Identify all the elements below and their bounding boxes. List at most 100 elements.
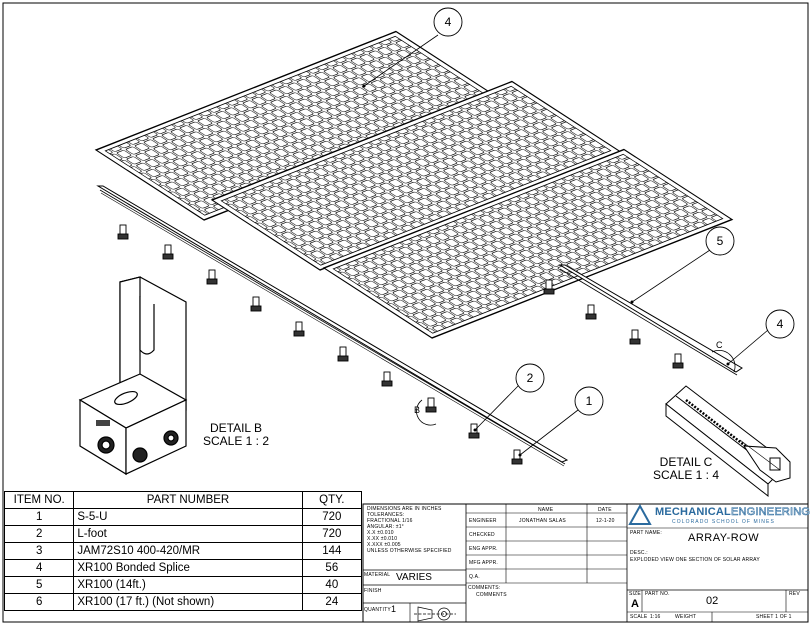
- bom-part: XR100 (14ft.): [73, 576, 303, 594]
- l-foot: [672, 353, 684, 369]
- detail-b-scale: SCALE 1 : 2: [202, 434, 270, 448]
- engineer-name: JONATHAN SALAS: [519, 518, 566, 524]
- bom-item: 6: [3, 593, 75, 611]
- balloon-label: 4: [445, 15, 452, 29]
- bom-row: 5 XR100 (14ft.) 40: [3, 576, 363, 594]
- balloon-s5u: 1: [518, 386, 604, 457]
- balloon-splice: 4: [726, 309, 795, 366]
- l-foot: [162, 244, 174, 260]
- l-foot: [337, 346, 349, 362]
- logo-accent: ENGINEERING: [730, 506, 811, 519]
- quantity-value: 1: [391, 604, 397, 614]
- scale-value: 1:16: [650, 614, 661, 620]
- bom-part: XR100 Bonded Splice: [73, 559, 303, 577]
- note-line: UNLESS OTHERWISE SPECIFIED: [367, 548, 452, 554]
- bom-part: L-foot: [73, 525, 303, 543]
- note-line: X.XX ±0.010: [367, 536, 398, 542]
- detail-marker-b-label: B: [414, 405, 420, 415]
- bom-row: 3 JAM72S10 400-420/MR 144: [3, 542, 363, 560]
- size-label: SIZE: [629, 591, 641, 597]
- bom-qty: 56: [301, 559, 363, 577]
- l-foot-clips: [117, 224, 684, 465]
- bom-qty: 720: [301, 508, 363, 526]
- l-foot: [381, 371, 393, 387]
- note-line: DIMENSIONS ARE IN INCHES: [367, 506, 442, 512]
- part-name: ARRAY-ROW: [688, 532, 760, 544]
- detail-marker-c: C: [711, 340, 736, 373]
- detail-c-label: DETAIL C SCALE 1 : 4: [646, 456, 726, 482]
- logo-sub: COLORADO SCHOOL OF MINES: [672, 519, 775, 525]
- balloon-rail-14ft: 5: [630, 226, 735, 304]
- detail-marker-c-label: C: [716, 340, 723, 350]
- balloon-label: 1: [586, 394, 593, 408]
- role-engineer: ENGINEER: [469, 518, 497, 524]
- sheet-label: SHEET 1 OF 1: [756, 614, 792, 620]
- l-foot: [585, 304, 597, 320]
- solar-panel-1: [94, 30, 506, 221]
- balloon-panel: 4: [362, 7, 463, 88]
- note-line: X.XXX ±0.005: [367, 542, 401, 548]
- l-foot: [117, 224, 129, 240]
- balloons: 4 5 4 2 1: [362, 7, 795, 457]
- bom-row: 2 L-foot 720: [3, 525, 363, 543]
- comments-value: COMMENTS: [476, 592, 507, 598]
- detail-c-scale: SCALE 1 : 4: [652, 468, 720, 482]
- detail-marker-b: B: [414, 399, 437, 426]
- l-foot: [425, 397, 437, 413]
- role-eng-appr: ENG APPR.: [469, 546, 498, 552]
- logo-text: MECHANICALENGINEERING: [655, 506, 811, 519]
- bill-of-materials: ITEM NO. PART NUMBER QTY. 1 S-5-U 720 2 …: [3, 491, 363, 611]
- rev-label: REV: [789, 591, 800, 597]
- third-angle-projection-symbol: [414, 606, 456, 622]
- note-line: TOLERANCES:: [367, 512, 405, 518]
- finish-label: FINISH: [364, 588, 382, 594]
- logo-main: MECHANICAL: [655, 506, 731, 518]
- weight-label: WEIGHT: [675, 614, 697, 620]
- part-name-label: PART NAME:: [630, 530, 663, 536]
- date-header: DATE: [598, 507, 612, 513]
- name-header: NAME: [538, 507, 554, 513]
- solar-panel-2: [210, 80, 622, 271]
- balloon-label: 4: [777, 317, 784, 331]
- title-block-frame: [362, 503, 809, 623]
- part-no-value: 02: [706, 595, 719, 607]
- bom-part: S-5-U: [73, 508, 303, 526]
- bom-item: 5: [3, 576, 75, 594]
- scale-label: SCALE: [630, 614, 648, 620]
- balloon-label: 2: [527, 371, 534, 385]
- bom-item: 3: [3, 542, 75, 560]
- bom-item: 4: [3, 559, 75, 577]
- note-line: ANGULAR: ±1°: [367, 524, 404, 530]
- desc-label: DESC.:: [630, 550, 648, 556]
- bom-qty: 720: [301, 525, 363, 543]
- bom-row: 1 S-5-U 720: [3, 508, 363, 526]
- bom-header-item: ITEM NO.: [3, 491, 75, 509]
- rail-rear: [558, 264, 743, 376]
- l-foot: [543, 279, 555, 295]
- bom-header-row: ITEM NO. PART NUMBER QTY.: [3, 491, 363, 509]
- engineer-date: 12-1-20: [596, 518, 615, 524]
- tolerance-notes: DIMENSIONS ARE IN INCHES TOLERANCES: FRA…: [367, 506, 452, 554]
- role-checked: CHECKED: [469, 532, 495, 538]
- bom-row: 6 XR100 (17 ft.) (Not shown) 24: [3, 593, 363, 611]
- l-foot: [250, 296, 262, 312]
- l-foot: [293, 321, 305, 337]
- rail-front: [96, 185, 569, 467]
- l-foot: [511, 449, 523, 465]
- detail-c-splice: [665, 385, 791, 498]
- material-label: MATERIAL: [364, 572, 391, 578]
- size-value: A: [631, 598, 639, 610]
- role-mfg-appr: MFG APPR.: [469, 560, 499, 566]
- note-line: X.X ±0.010: [367, 530, 394, 536]
- desc-value: EXPLODED VIEW ONE SECTION OF SOLAR ARRAY: [630, 557, 760, 563]
- quantity-label: QUANTITY: [364, 607, 391, 613]
- mines-logo-icon: [628, 503, 652, 525]
- bom-qty: 24: [301, 593, 363, 611]
- detail-b-bracket: [78, 276, 188, 476]
- detail-b-label: DETAIL B SCALE 1 : 2: [196, 422, 276, 448]
- bom-qty: 144: [301, 542, 363, 560]
- balloon-label: 5: [717, 234, 724, 248]
- detail-c-title: DETAIL C: [659, 455, 713, 469]
- bom-qty: 40: [301, 576, 363, 594]
